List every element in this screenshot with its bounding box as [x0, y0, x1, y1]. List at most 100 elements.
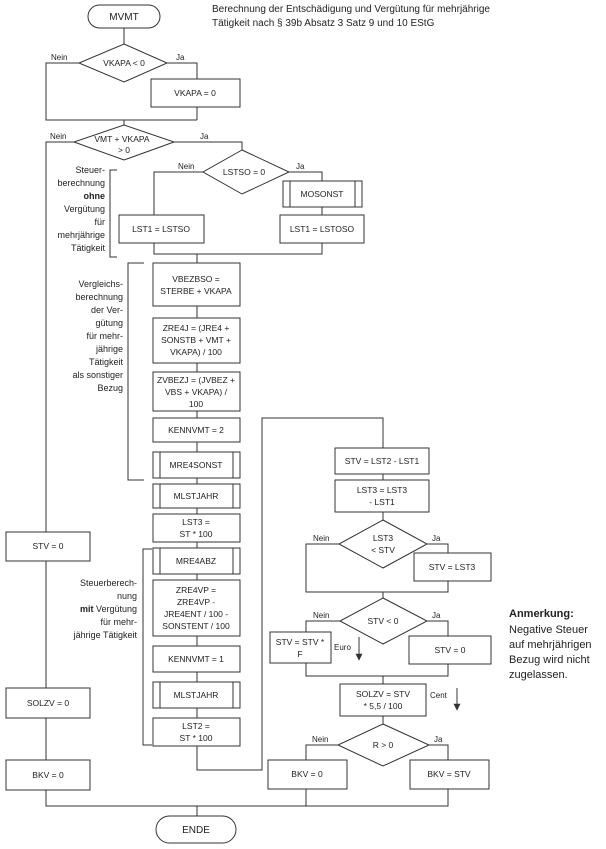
svg-text:der Ver-: der Ver-	[91, 305, 123, 315]
svg-text:Steuerberech-: Steuerberech-	[80, 578, 137, 588]
box-vkapa-zero	[150, 78, 241, 108]
box-bkv-zero-left	[5, 759, 91, 791]
box-bkv-zero-right	[267, 759, 348, 790]
box-stv-lst3	[413, 552, 492, 582]
box-lst2-st-l2: ST * 100	[180, 733, 213, 743]
box-stv-lst3-label: STV = LST3	[429, 562, 476, 572]
box-zvbezj-l2: VBS + VKAPA) /	[165, 387, 228, 397]
box-solzv-l2: * 5,5 / 100	[364, 701, 403, 711]
label-ja-lst3: Ja	[432, 534, 441, 543]
label-ja-r: Ja	[434, 735, 443, 744]
svg-text:mit Vergütung: mit Vergütung	[80, 604, 137, 614]
label-nein-lst3: Nein	[313, 534, 329, 543]
title-line-2: Tätigkeit nach § 39b Absatz 3 Satz 9 und…	[212, 18, 435, 29]
box-lst2-st-l1: LST2 =	[182, 721, 210, 731]
box-stv-zero-right	[408, 635, 492, 665]
box-zre4j-l3: VKAPA) / 100	[170, 347, 222, 357]
end-terminator	[155, 815, 237, 844]
box-kennvmt-1-label: KENNVMT = 1	[168, 654, 224, 664]
svg-text:nung: nung	[117, 591, 137, 601]
label-nein-lstso: Nein	[178, 162, 194, 171]
box-stv-zero-right-label: STV = 0	[435, 645, 466, 655]
box-mlstjahr-2	[152, 681, 241, 709]
box-lst3-st	[152, 513, 241, 543]
box-zre4j	[152, 317, 241, 364]
title-line-1: Berechnung der Entschädigung und Vergütu…	[212, 4, 490, 15]
box-mre4abz-label: MRE4ABZ	[176, 556, 216, 566]
box-solzv-zero-left-label: SOLZV = 0	[27, 698, 70, 708]
box-lst1-lstoso	[279, 214, 365, 244]
box-bkv-zero-left-label: BKV = 0	[32, 770, 64, 780]
remark-line-1: Negative Steuer	[509, 624, 588, 636]
box-mlstjahr-2-label: MLSTJAHR	[174, 690, 219, 700]
box-kennvmt-2	[152, 417, 241, 443]
svg-text:Steuer-: Steuer-	[75, 165, 105, 175]
label-cent: Cent	[430, 691, 448, 700]
svg-text:Bezug: Bezug	[97, 383, 123, 393]
box-zre4vp-l2: ZRE4VP -	[177, 597, 215, 607]
svg-text:für mehr-: für mehr-	[86, 331, 123, 341]
box-solzv-zero-left	[5, 687, 91, 719]
note-ohne: Steuer- berechnung ohne Vergütung für me…	[57, 165, 105, 253]
connectors	[45, 28, 461, 816]
box-zvbezj	[152, 371, 241, 412]
braces	[109, 169, 152, 746]
box-zre4j-l1: ZRE4J = (JRE4 +	[163, 323, 230, 333]
svg-text:für: für	[94, 217, 105, 227]
label-nein-vmt: Nein	[50, 132, 66, 141]
box-lst3-lst3-l2: - LST1	[369, 497, 395, 507]
label-nein-vkapa: Nein	[51, 53, 67, 62]
box-zvbezj-l3: 100	[189, 399, 203, 409]
box-zre4vp	[152, 579, 241, 637]
svg-text:berechnung: berechnung	[75, 292, 123, 302]
decision-vkapa	[77, 43, 169, 83]
svg-text:Tätigkeit: Tätigkeit	[89, 357, 124, 367]
box-stv-f-l2: F	[297, 649, 302, 659]
box-zre4j-l2: SONSTB + VMT +	[161, 335, 231, 345]
box-mre4sonst	[152, 451, 241, 479]
label-nein-stv: Nein	[313, 611, 329, 620]
decision-lstso	[201, 149, 291, 195]
box-bkv-zero-right-label: BKV = 0	[291, 769, 323, 779]
svg-text:Tätigkeit: Tätigkeit	[71, 243, 106, 253]
remark: Anmerkung: Negative Steuer auf mehrjähri…	[509, 608, 592, 681]
box-vbezbso-l1: VBEZBSO =	[172, 274, 220, 284]
label-ja-vkapa: Ja	[176, 53, 185, 62]
box-zre4vp-l1: ZRE4VP =	[176, 585, 216, 595]
decision-lst3-stv-l2: < STV	[371, 545, 395, 555]
note-vergleich: Vergleichs- berechnung der Ver- gütung f…	[72, 279, 123, 393]
box-stv-f	[269, 631, 332, 664]
decision-stv-neg-label: STV < 0	[368, 616, 399, 626]
note-mit: Steuerberech- nung mit Vergütung für meh…	[73, 578, 138, 640]
box-bkv-stv-label: BKV = STV	[427, 769, 471, 779]
box-stv-lst2-lst1	[334, 447, 430, 475]
decision-stv-neg	[338, 597, 429, 645]
box-mlstjahr-1	[152, 483, 241, 509]
svg-text:mehrjährige: mehrjährige	[57, 230, 105, 240]
decision-vmt-label-2: > 0	[118, 145, 130, 155]
box-kennvmt-1	[152, 645, 241, 673]
decision-vkapa-label: VKAPA < 0	[103, 58, 145, 68]
box-vbezbso-l2: STERBE + VKAPA	[160, 286, 232, 296]
remark-line-4: zugelassen.	[509, 669, 568, 681]
end-label: ENDE	[182, 825, 210, 836]
svg-text:berechnung: berechnung	[57, 178, 105, 188]
decision-lst3-stv-l1: LST3	[373, 533, 394, 543]
box-solzv	[339, 683, 427, 717]
label-ja-vmt: Ja	[200, 132, 209, 141]
remark-heading: Anmerkung:	[509, 608, 574, 620]
label-ja-lstso: Ja	[296, 162, 305, 171]
box-zre4vp-l3: JRE4ENT / 100 -	[164, 609, 228, 619]
box-lst3-lst3	[334, 479, 430, 513]
start-label: MVMT	[109, 12, 138, 23]
decision-lstso-label: LSTSO = 0	[223, 167, 266, 177]
box-lst2-st	[152, 717, 241, 747]
box-zre4vp-l4: SONSTENT / 100	[162, 621, 230, 631]
remark-line-2: auf mehrjährigen	[509, 639, 592, 651]
decision-r-label: R > 0	[373, 740, 394, 750]
svg-text:jährige: jährige	[95, 344, 123, 354]
box-kennvmt-2-label: KENNVMT = 2	[168, 425, 224, 435]
decision-lst3-stv	[337, 519, 429, 569]
box-solzv-l1: SOLZV = STV	[356, 689, 410, 699]
